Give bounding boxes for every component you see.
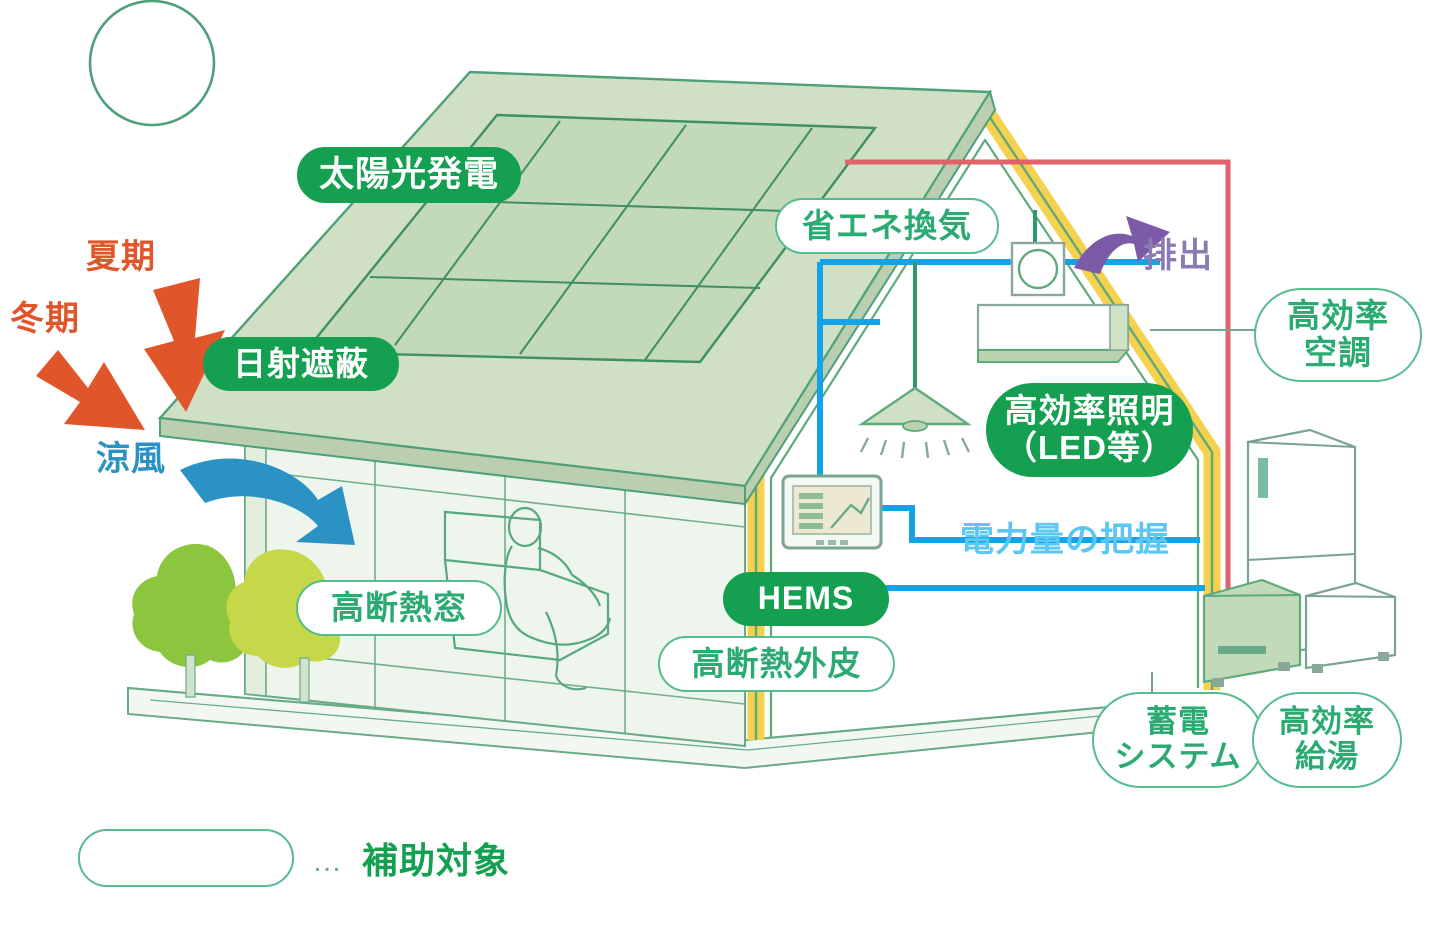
label-solar-power[interactable]: 太陽光発電 xyxy=(297,147,521,203)
label-solar-shading[interactable]: 日射遮蔽 xyxy=(203,337,399,391)
annotation-cool-breeze: 涼風 xyxy=(96,440,166,478)
label-high-efficiency-hvac[interactable]: 高効率 空調 xyxy=(1254,288,1422,382)
outdoor-white-unit xyxy=(1304,581,1397,673)
fixture-hangers xyxy=(913,210,1037,388)
pendant-lamp-icon xyxy=(858,386,972,459)
exhaust-arrow xyxy=(1074,216,1170,274)
annotation-exhaust: 排出 xyxy=(1143,237,1213,275)
air-conditioner-unit xyxy=(976,303,1131,363)
legend-caption: 補助対象 xyxy=(362,840,511,881)
person-figure xyxy=(443,506,612,691)
cool-breeze-arrow xyxy=(180,458,355,545)
legend-sample-pill xyxy=(78,829,294,887)
battery-storage-box xyxy=(1202,578,1302,687)
annotation-summer: 夏期 xyxy=(86,238,156,276)
annotation-power-monitoring: 電力量の把握 xyxy=(960,521,1170,559)
label-eco-ventilation[interactable]: 省エネ換気 xyxy=(775,198,999,254)
ventilation-fan-icon xyxy=(1010,241,1066,297)
label-hems[interactable]: HEMS xyxy=(723,572,889,626)
label-insulated-window[interactable]: 高断熱窓 xyxy=(296,580,502,636)
sun-icon xyxy=(88,0,216,127)
annotation-winter: 冬期 xyxy=(10,300,80,338)
label-insulated-envelope[interactable]: 高断熱外皮 xyxy=(658,636,895,692)
tree-left xyxy=(132,543,254,698)
label-high-efficiency-water-heater[interactable]: 高効率 給湯 xyxy=(1252,692,1402,788)
winter-sun-arrow xyxy=(36,350,145,430)
label-high-efficiency-lighting[interactable]: 高効率照明 （LED等） xyxy=(986,383,1193,477)
tree-right xyxy=(226,549,345,703)
summer-sun-arrow xyxy=(144,278,225,412)
power-line-red xyxy=(845,159,1231,600)
hems-monitor-icon xyxy=(781,474,883,550)
label-battery-system[interactable]: 蓄電 システム xyxy=(1092,692,1264,788)
legend-dots: … xyxy=(312,845,343,878)
